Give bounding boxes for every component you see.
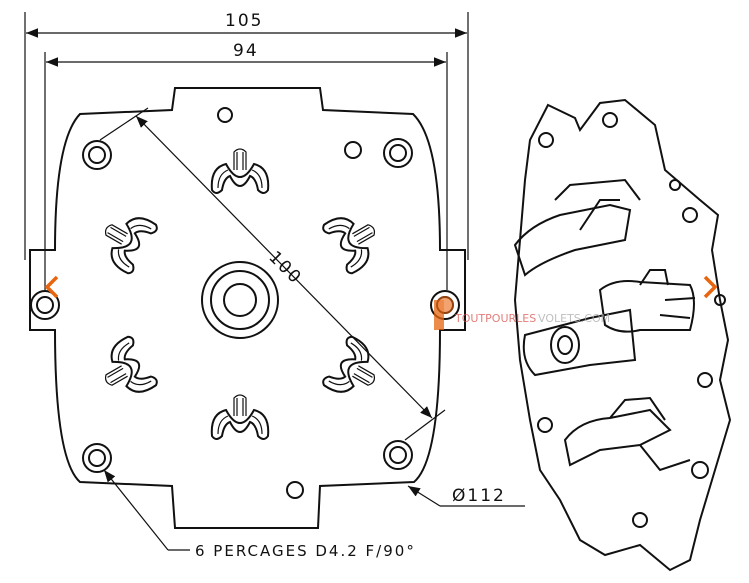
- dim-diameter-label: Ø112: [452, 486, 506, 506]
- dimension-105: 105: [24, 11, 469, 260]
- dimension-diameter: Ø112: [407, 485, 525, 507]
- center-hub: [201, 261, 279, 339]
- carousel-next-button[interactable]: [698, 272, 722, 302]
- front-view-plate: [29, 87, 466, 529]
- isometric-view: [513, 98, 732, 572]
- dimension-100: 100: [99, 107, 446, 441]
- drilling-note-label: 6 PERCAGES D4.2 F/90°: [195, 542, 416, 560]
- dim-94-label: 94: [233, 41, 259, 61]
- svg-text:TOUTPOURLES: TOUTPOURLES: [454, 312, 536, 325]
- chevron-right-icon: [703, 275, 718, 299]
- mounting-holes: [30, 107, 460, 499]
- watermark-logo: TOUTPOURLES VOLETS.COM: [434, 296, 610, 330]
- chevron-left-icon: [44, 275, 59, 299]
- dim-105-label: 105: [225, 11, 263, 31]
- svg-text:VOLETS.COM: VOLETS.COM: [538, 312, 610, 325]
- carousel-prev-button[interactable]: [40, 272, 64, 302]
- drilling-note: 6 PERCAGES D4.2 F/90°: [103, 469, 416, 560]
